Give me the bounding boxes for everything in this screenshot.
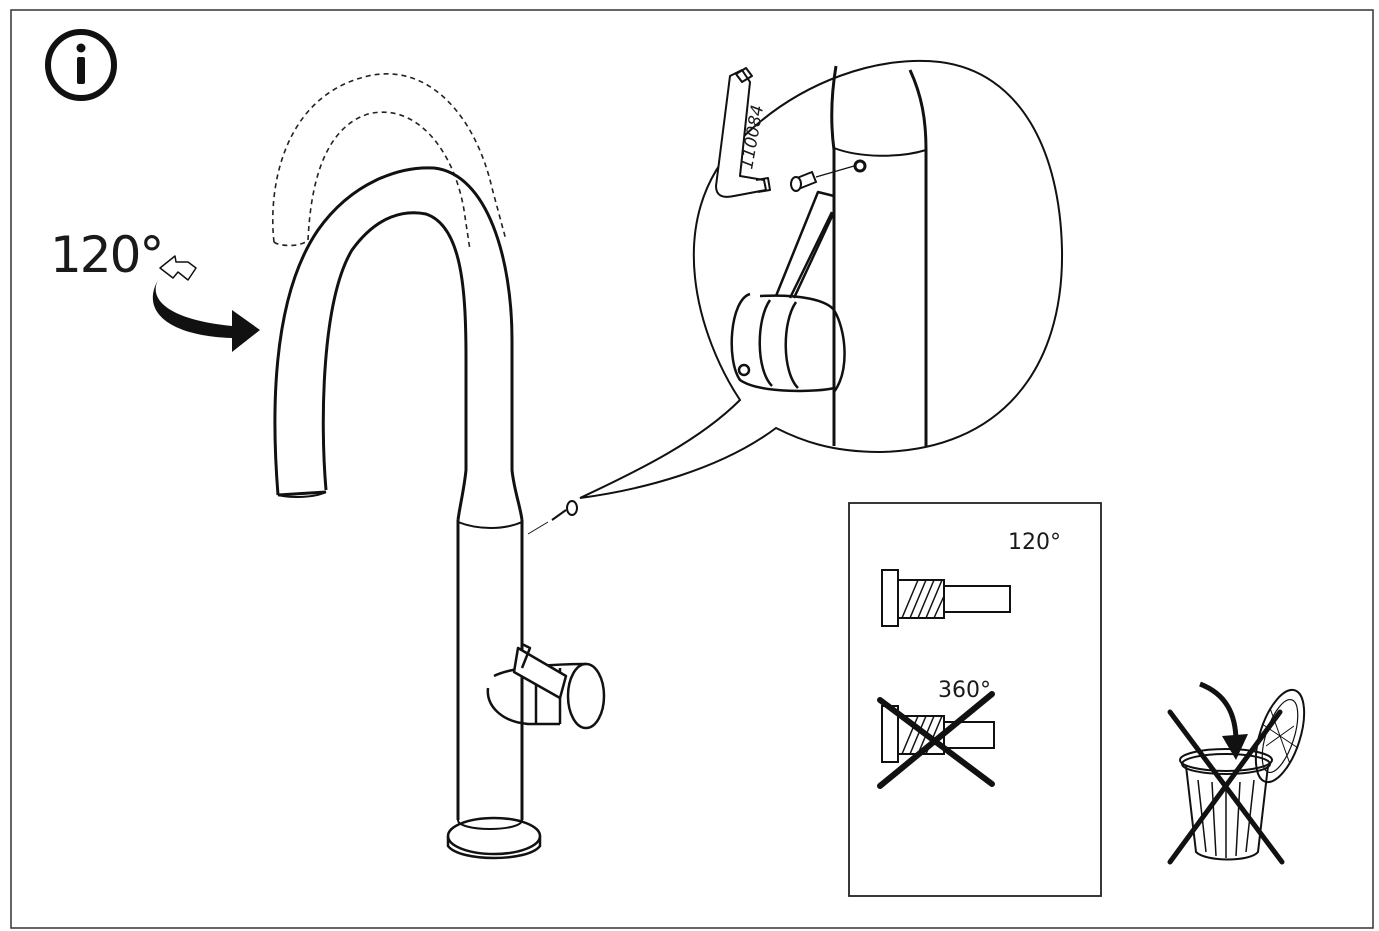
rotate-arrow-icon: [152, 255, 260, 352]
hex-key-icon: [715, 67, 771, 198]
screw-allowed: [881, 569, 1011, 627]
page-frame: [10, 9, 1374, 929]
detail-faucet-body: [830, 65, 928, 446]
lever-handle: [486, 642, 606, 730]
spout-rotated-outline: [271, 73, 507, 251]
discard-arrow-icon: [1199, 681, 1248, 760]
allowed-angle-label: 120°: [1008, 530, 1061, 555]
cross-icon: [877, 691, 995, 789]
detail-lever: [730, 190, 846, 393]
rotation-angle-label: 120°: [50, 226, 162, 284]
detail-box: [848, 502, 1102, 897]
grub-screw: [527, 500, 578, 535]
cross-icon-trash: [1167, 709, 1285, 865]
detail-grub-screw: [790, 165, 855, 192]
trash-bin-icon: [1179, 688, 1306, 861]
faucet: [273, 166, 542, 860]
info-icon: [45, 29, 117, 101]
detail-callout: [579, 59, 1064, 499]
